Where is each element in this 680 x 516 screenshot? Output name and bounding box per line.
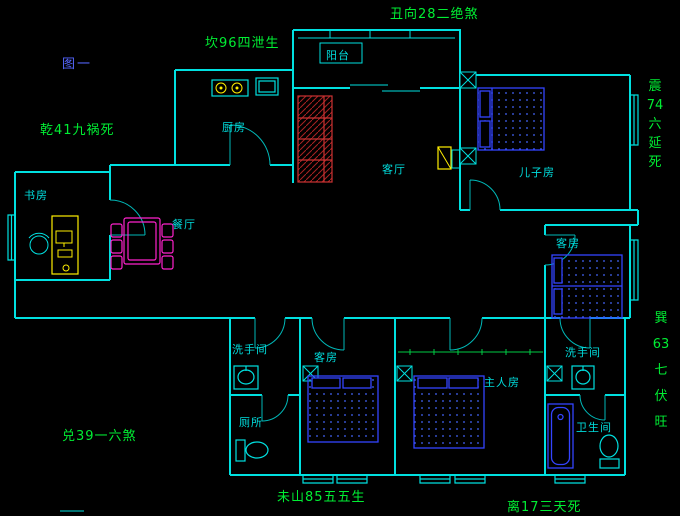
fengshui-char: 震 [648, 79, 662, 94]
room-label-guest-bottom: 客房 [314, 351, 338, 364]
fengshui-label-top: 丑向28二绝煞 [390, 7, 479, 22]
bathtub [547, 403, 574, 469]
fengshui-char: 延 [648, 136, 662, 151]
kitchen-stove [211, 79, 249, 97]
washbasin-right [571, 365, 595, 390]
room-label-toilet: 厕所 [239, 416, 263, 429]
room-label-kitchen: 厨房 [222, 121, 246, 134]
fengshui-label-right-lower: 巽 63 七 伏 旺 [650, 306, 672, 436]
fengshui-char: 巽 [654, 311, 668, 326]
column-icon [546, 365, 563, 382]
fengshui-char: 63 [652, 337, 670, 352]
study-desk [28, 215, 79, 275]
fengshui-char: 六 [648, 117, 662, 132]
room-label-washroom-mid: 洗手间 [232, 343, 268, 356]
column-symbols [302, 71, 563, 382]
tv-unit [437, 146, 461, 170]
fengshui-label-bottom-center: 未山85五五生 [277, 490, 366, 505]
master-bed [413, 375, 485, 449]
window-symbols [7, 94, 639, 484]
column-icon [396, 365, 413, 382]
fengshui-char: 死 [648, 155, 662, 170]
figure-label: 图一 [62, 57, 93, 72]
fengshui-char: 伏 [654, 389, 668, 404]
room-label-study: 书房 [24, 189, 48, 202]
room-label-washroom-right: 洗手间 [565, 346, 601, 359]
toilet-fixture [235, 439, 269, 462]
room-label-guest-right: 客房 [556, 237, 580, 250]
fengshui-label-bottom-left: 兑39一六煞 [62, 429, 137, 444]
room-label-balcony: 阳台 [326, 49, 350, 62]
washbasin-mid [233, 365, 259, 390]
kitchen-sink [255, 77, 279, 96]
fengshui-char: 旺 [654, 415, 668, 430]
room-label-living-room: 客厅 [382, 163, 406, 176]
fengshui-char: 74 [646, 98, 664, 113]
fengshui-label-top-left: 坎96四泄生 [205, 36, 280, 51]
fengshui-char: 七 [654, 363, 668, 378]
balcony-label-box [319, 42, 363, 64]
column-icon [459, 147, 477, 165]
walls [14, 29, 639, 476]
fengshui-label-left: 乾41九祸死 [40, 123, 115, 138]
master-wardrobe [398, 349, 543, 355]
balcony-railing [298, 30, 455, 92]
fengshui-label-bottom-right: 离17三天死 [507, 500, 582, 515]
guest-bottom-bed [307, 375, 379, 443]
sofa [297, 95, 333, 183]
column-icon [459, 71, 477, 89]
desk-chair [29, 235, 49, 255]
son-bed [477, 87, 545, 151]
room-label-master-room: 主人房 [484, 376, 520, 389]
fengshui-label-right-upper: 震 74 六 延 死 [644, 77, 666, 172]
bathroom-toilet [599, 434, 620, 469]
room-label-bathroom: 卫生间 [576, 421, 612, 434]
dining-table-set [110, 217, 174, 270]
room-label-dining-room: 餐厅 [172, 218, 196, 231]
room-label-son-room: 儿子房 [519, 166, 555, 179]
guest-right-beds [551, 254, 623, 319]
